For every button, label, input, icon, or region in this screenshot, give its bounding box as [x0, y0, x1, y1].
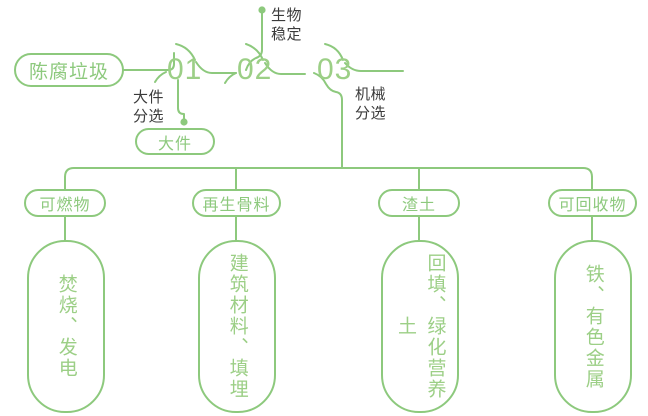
- output-pill-3[interactable]: 可回收物: [548, 189, 637, 217]
- bulky-output-label: 大件: [157, 135, 192, 153]
- output-detail-text-0: 焚烧、发电: [55, 274, 77, 379]
- wire-03-right: [344, 62, 404, 72]
- wire-01-to-bulky: [177, 79, 185, 121]
- wire-02-to-03: [264, 62, 306, 75]
- source-label: 陈腐垃圾: [28, 61, 109, 83]
- distribution-bar: [64, 167, 593, 178]
- output-label-1: 再生骨料: [202, 197, 271, 214]
- arc-01-top: [175, 43, 196, 61]
- step-number-01[interactable]: 01: [167, 53, 203, 86]
- wire-source-to-01: [123, 52, 175, 71]
- arc-03-top: [324, 43, 344, 61]
- wire-bio-to-02: [245, 12, 263, 71]
- output-detail-text-2: 回填、绿化营养土: [395, 253, 446, 400]
- output-label-2: 渣土: [401, 197, 436, 214]
- dot-bio: [258, 6, 266, 14]
- arc-02-top: [245, 43, 264, 61]
- output-detail-text-3: 铁、有色金属: [582, 263, 604, 390]
- arc-01-bottom-left: [154, 71, 167, 83]
- wire-03-down: [313, 72, 343, 169]
- output-detail-box-3[interactable]: 铁、有色金属: [554, 240, 632, 413]
- output-label-0: 可燃物: [39, 197, 91, 214]
- arc-02-bottom-left: [224, 72, 237, 84]
- step-caption-03: 机械 分选: [355, 86, 387, 122]
- output-detail-box-2[interactable]: 回填、绿化营养土: [381, 240, 459, 413]
- output-pill-0[interactable]: 可燃物: [24, 189, 106, 217]
- output-label-3: 可回收物: [558, 197, 627, 214]
- wire-01-to-02: [195, 61, 237, 74]
- dot-bulky: [180, 118, 188, 126]
- source-pill[interactable]: 陈腐垃圾: [14, 53, 124, 87]
- output-pill-1[interactable]: 再生骨料: [192, 189, 281, 217]
- step-caption-02: 生物 稳定: [271, 7, 303, 43]
- output-detail-box-1[interactable]: 建筑材料、填埋: [198, 240, 276, 413]
- output-detail-box-0[interactable]: 焚烧、发电: [27, 240, 105, 413]
- output-pill-2[interactable]: 渣土: [378, 189, 460, 217]
- step-number-02[interactable]: 02: [237, 53, 273, 86]
- step-number-03[interactable]: 03: [317, 53, 353, 86]
- output-detail-text-1: 建筑材料、填埋: [226, 253, 248, 400]
- bulky-output-pill[interactable]: 大件: [135, 128, 215, 155]
- step-caption-01: 大件 分选: [133, 89, 165, 125]
